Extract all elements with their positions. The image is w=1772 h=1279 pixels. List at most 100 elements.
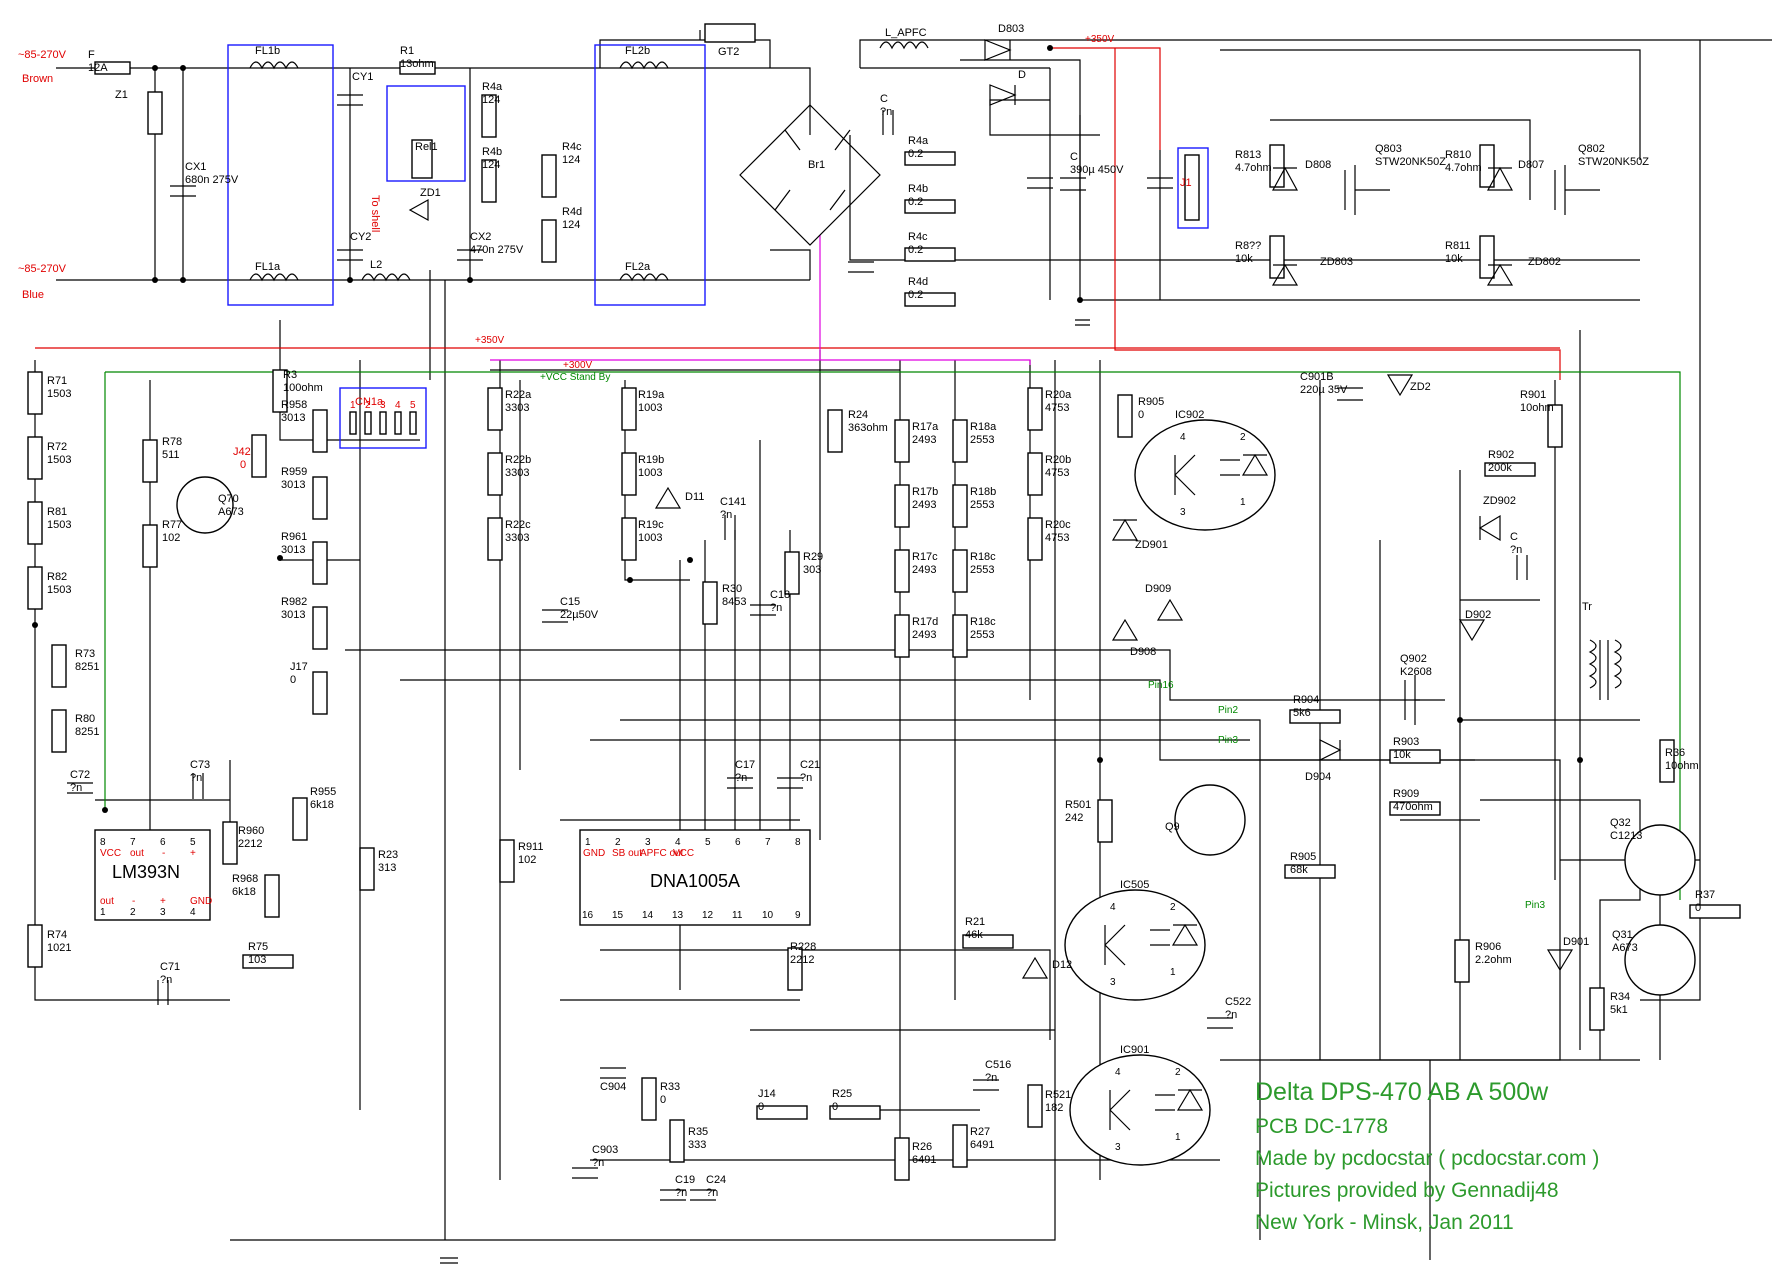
resistor-r906 bbox=[1454, 939, 1470, 983]
capacitor-c904 bbox=[600, 1067, 626, 1079]
component-ref: R4b bbox=[908, 183, 928, 195]
inductor-fl1b bbox=[249, 61, 299, 70]
component-ref: R24 bbox=[848, 409, 868, 421]
capacitor-c-bulk-film bbox=[1027, 177, 1053, 189]
component-value: A673 bbox=[218, 506, 244, 518]
component-ref: Q32 bbox=[1610, 817, 1631, 829]
component-ref: R810 bbox=[1445, 149, 1471, 161]
component-ref: R4c bbox=[908, 231, 928, 243]
diode-d902 bbox=[1458, 619, 1486, 642]
component-value: 8251 bbox=[75, 726, 99, 738]
component-ref: R20b bbox=[1045, 454, 1071, 466]
zener-zd902 bbox=[1478, 514, 1501, 542]
j42-value: 0 bbox=[240, 459, 246, 471]
component-value: A673 bbox=[1612, 942, 1638, 954]
component-ref: R26 bbox=[912, 1141, 932, 1153]
resistor-r20a bbox=[1027, 387, 1043, 431]
resistor-r904 bbox=[1289, 709, 1341, 724]
note-title: Delta DPS-470 AB A 500w bbox=[1255, 1078, 1549, 1106]
cn1a-pin-5: 5 bbox=[410, 400, 416, 411]
component-ref: C141 bbox=[720, 496, 746, 508]
component-ref: R4a bbox=[482, 81, 503, 93]
component-ref: GT2 bbox=[718, 46, 739, 58]
resistor-r19a bbox=[621, 387, 637, 431]
resistor-r22c bbox=[487, 517, 503, 561]
lm393n-label-gnd: GND bbox=[190, 896, 212, 907]
resistor-r72 bbox=[27, 436, 43, 480]
capacitor-c24 bbox=[690, 1189, 716, 1201]
input-voltage-a: ~85-270V bbox=[18, 49, 67, 61]
component-ref: D901 bbox=[1563, 936, 1589, 948]
diode-d807 bbox=[1486, 166, 1514, 191]
resistor-r74 bbox=[27, 924, 43, 968]
component-ref: C73 bbox=[190, 759, 210, 771]
opto-ic901-pin-1: 1 bbox=[1175, 1132, 1181, 1143]
mosfet-q802 bbox=[1554, 165, 1600, 215]
component-value: 4.7ohm bbox=[1235, 162, 1272, 174]
component-ref: R22c bbox=[505, 519, 531, 531]
dna1005a-name: DNA1005A bbox=[650, 871, 740, 891]
lm393n-pin-8: 8 bbox=[100, 837, 106, 848]
rail-300v: +300V bbox=[563, 360, 593, 371]
component-ref: R22a bbox=[505, 389, 532, 401]
component-value: 10ohm bbox=[1665, 760, 1699, 772]
component-value: 3303 bbox=[505, 402, 529, 414]
rail-hv-top: +350V bbox=[1085, 34, 1115, 45]
resistor-r905-68k bbox=[1284, 864, 1336, 879]
component-value: 6k18 bbox=[310, 799, 334, 811]
resistor-r19b bbox=[621, 452, 637, 496]
component-ref: R501 bbox=[1065, 799, 1091, 811]
component-value: 2212 bbox=[790, 954, 814, 966]
component-ref: C903 bbox=[592, 1144, 618, 1156]
component-ref: R17a bbox=[912, 421, 939, 433]
component-ref: ZD803 bbox=[1320, 256, 1353, 268]
resistor-r1 bbox=[399, 61, 436, 75]
fuse-f bbox=[94, 61, 131, 75]
resistor-r71 bbox=[27, 371, 43, 415]
capacitor-cy1 bbox=[337, 94, 363, 106]
component-value: 2493 bbox=[912, 629, 936, 641]
component-ref: R19a bbox=[638, 389, 665, 401]
resistor-r30 bbox=[702, 581, 718, 625]
resistor-r18c-2 bbox=[952, 614, 968, 658]
resistor-r911 bbox=[499, 839, 515, 883]
labels: ~85-270V Brown ~85-270V Blue +350V +350V… bbox=[18, 34, 1545, 1153]
opto-ic902-symbol bbox=[1174, 453, 1269, 496]
cn1a-pin-1: 1 bbox=[350, 400, 356, 411]
resistor-gt2 bbox=[704, 23, 756, 43]
resistor-r4c-02 bbox=[904, 247, 956, 262]
resistor-r813 bbox=[1269, 144, 1285, 188]
component-value: 0 bbox=[758, 1101, 764, 1113]
resistor-r21 bbox=[962, 934, 1014, 949]
component-value: 68k bbox=[1290, 864, 1308, 876]
component-ref: R71 bbox=[47, 375, 67, 387]
component-value: 1503 bbox=[47, 519, 71, 531]
component-ref: R20a bbox=[1045, 389, 1072, 401]
resistor-r73 bbox=[51, 644, 67, 688]
lm393n-pin-3: 3 bbox=[160, 907, 166, 918]
resistor-r4a-02 bbox=[904, 151, 956, 166]
component-value: 0 bbox=[290, 674, 296, 686]
component-value: STW20NK50Z bbox=[1375, 156, 1446, 168]
inductor-l2 bbox=[361, 273, 411, 282]
component-ref: R521 bbox=[1045, 1089, 1071, 1101]
dna1005a-pin-16: 16 bbox=[582, 910, 594, 921]
component-value: 1503 bbox=[47, 388, 71, 400]
dna1005a-pin-11: 11 bbox=[732, 910, 743, 921]
resistor-r18c-1 bbox=[952, 549, 968, 593]
dna1005a-pin-9: 9 bbox=[795, 910, 801, 921]
resistor-r18a bbox=[952, 419, 968, 463]
resistor-r811 bbox=[1479, 235, 1495, 279]
opto-ic901-symbol bbox=[1109, 1088, 1204, 1131]
component-ref: C901B bbox=[1300, 371, 1334, 383]
component-value: 303 bbox=[803, 564, 821, 576]
component-value: 22µ50V bbox=[560, 609, 599, 621]
lm393n-label-vcc: VCC bbox=[100, 848, 121, 859]
resistor-r18b bbox=[952, 484, 968, 528]
component-ref: FL1a bbox=[255, 261, 281, 273]
lm393n-label-out-b: out bbox=[100, 896, 114, 907]
component-value: 3303 bbox=[505, 467, 529, 479]
resistor-r501 bbox=[1097, 799, 1113, 843]
component-ref: R29 bbox=[803, 551, 823, 563]
dna1005a-label-apfc: APFC out bbox=[640, 848, 684, 859]
